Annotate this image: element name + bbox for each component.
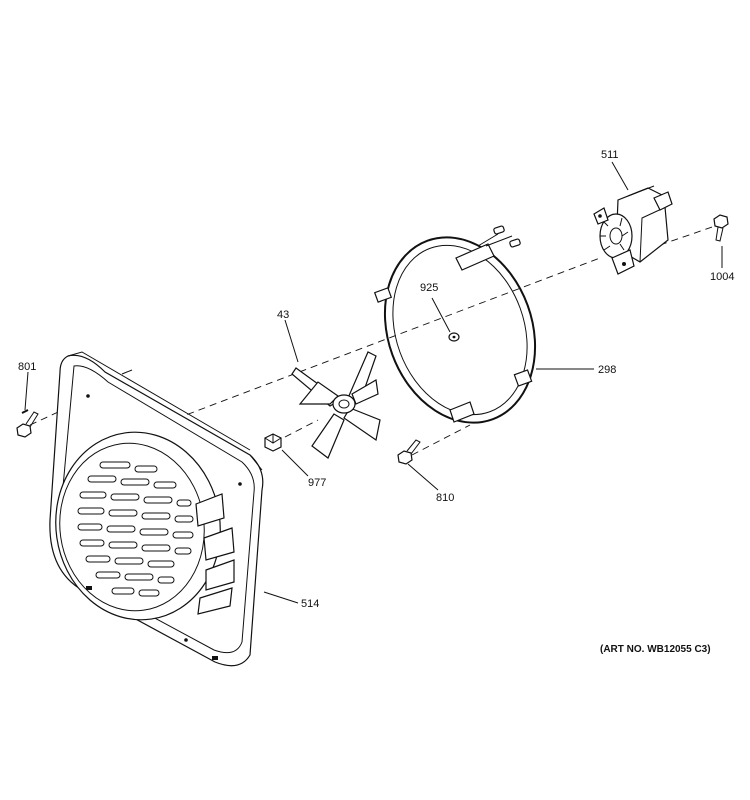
assembly-axis <box>29 224 719 456</box>
label-298: 298 <box>598 364 616 376</box>
heating-element-298 <box>373 225 537 424</box>
side-vents <box>195 493 235 615</box>
screw-810 <box>397 439 421 465</box>
label-810: 810 <box>436 492 454 504</box>
label-511: 511 <box>601 149 619 161</box>
rear-panel-cover <box>49 351 264 667</box>
label-925: 925 <box>420 282 438 294</box>
leader-lines <box>24 161 723 604</box>
label-801: 801 <box>18 361 36 373</box>
screw-801 <box>16 409 39 438</box>
motor-511 <box>593 185 673 275</box>
washer-925 <box>448 332 460 342</box>
part-labels: 801 43 925 511 1004 298 977 810 514 (ART… <box>18 149 734 655</box>
label-514: 514 <box>301 598 319 610</box>
label-977: 977 <box>308 477 326 489</box>
art-number: (ART NO. WB12055 C3) <box>600 644 711 655</box>
label-43: 43 <box>277 309 289 321</box>
screw-1004 <box>713 214 729 242</box>
grille-slots <box>77 461 194 597</box>
label-1004: 1004 <box>710 271 734 283</box>
nut-977 <box>264 433 282 452</box>
fan-blade-43 <box>291 351 381 459</box>
